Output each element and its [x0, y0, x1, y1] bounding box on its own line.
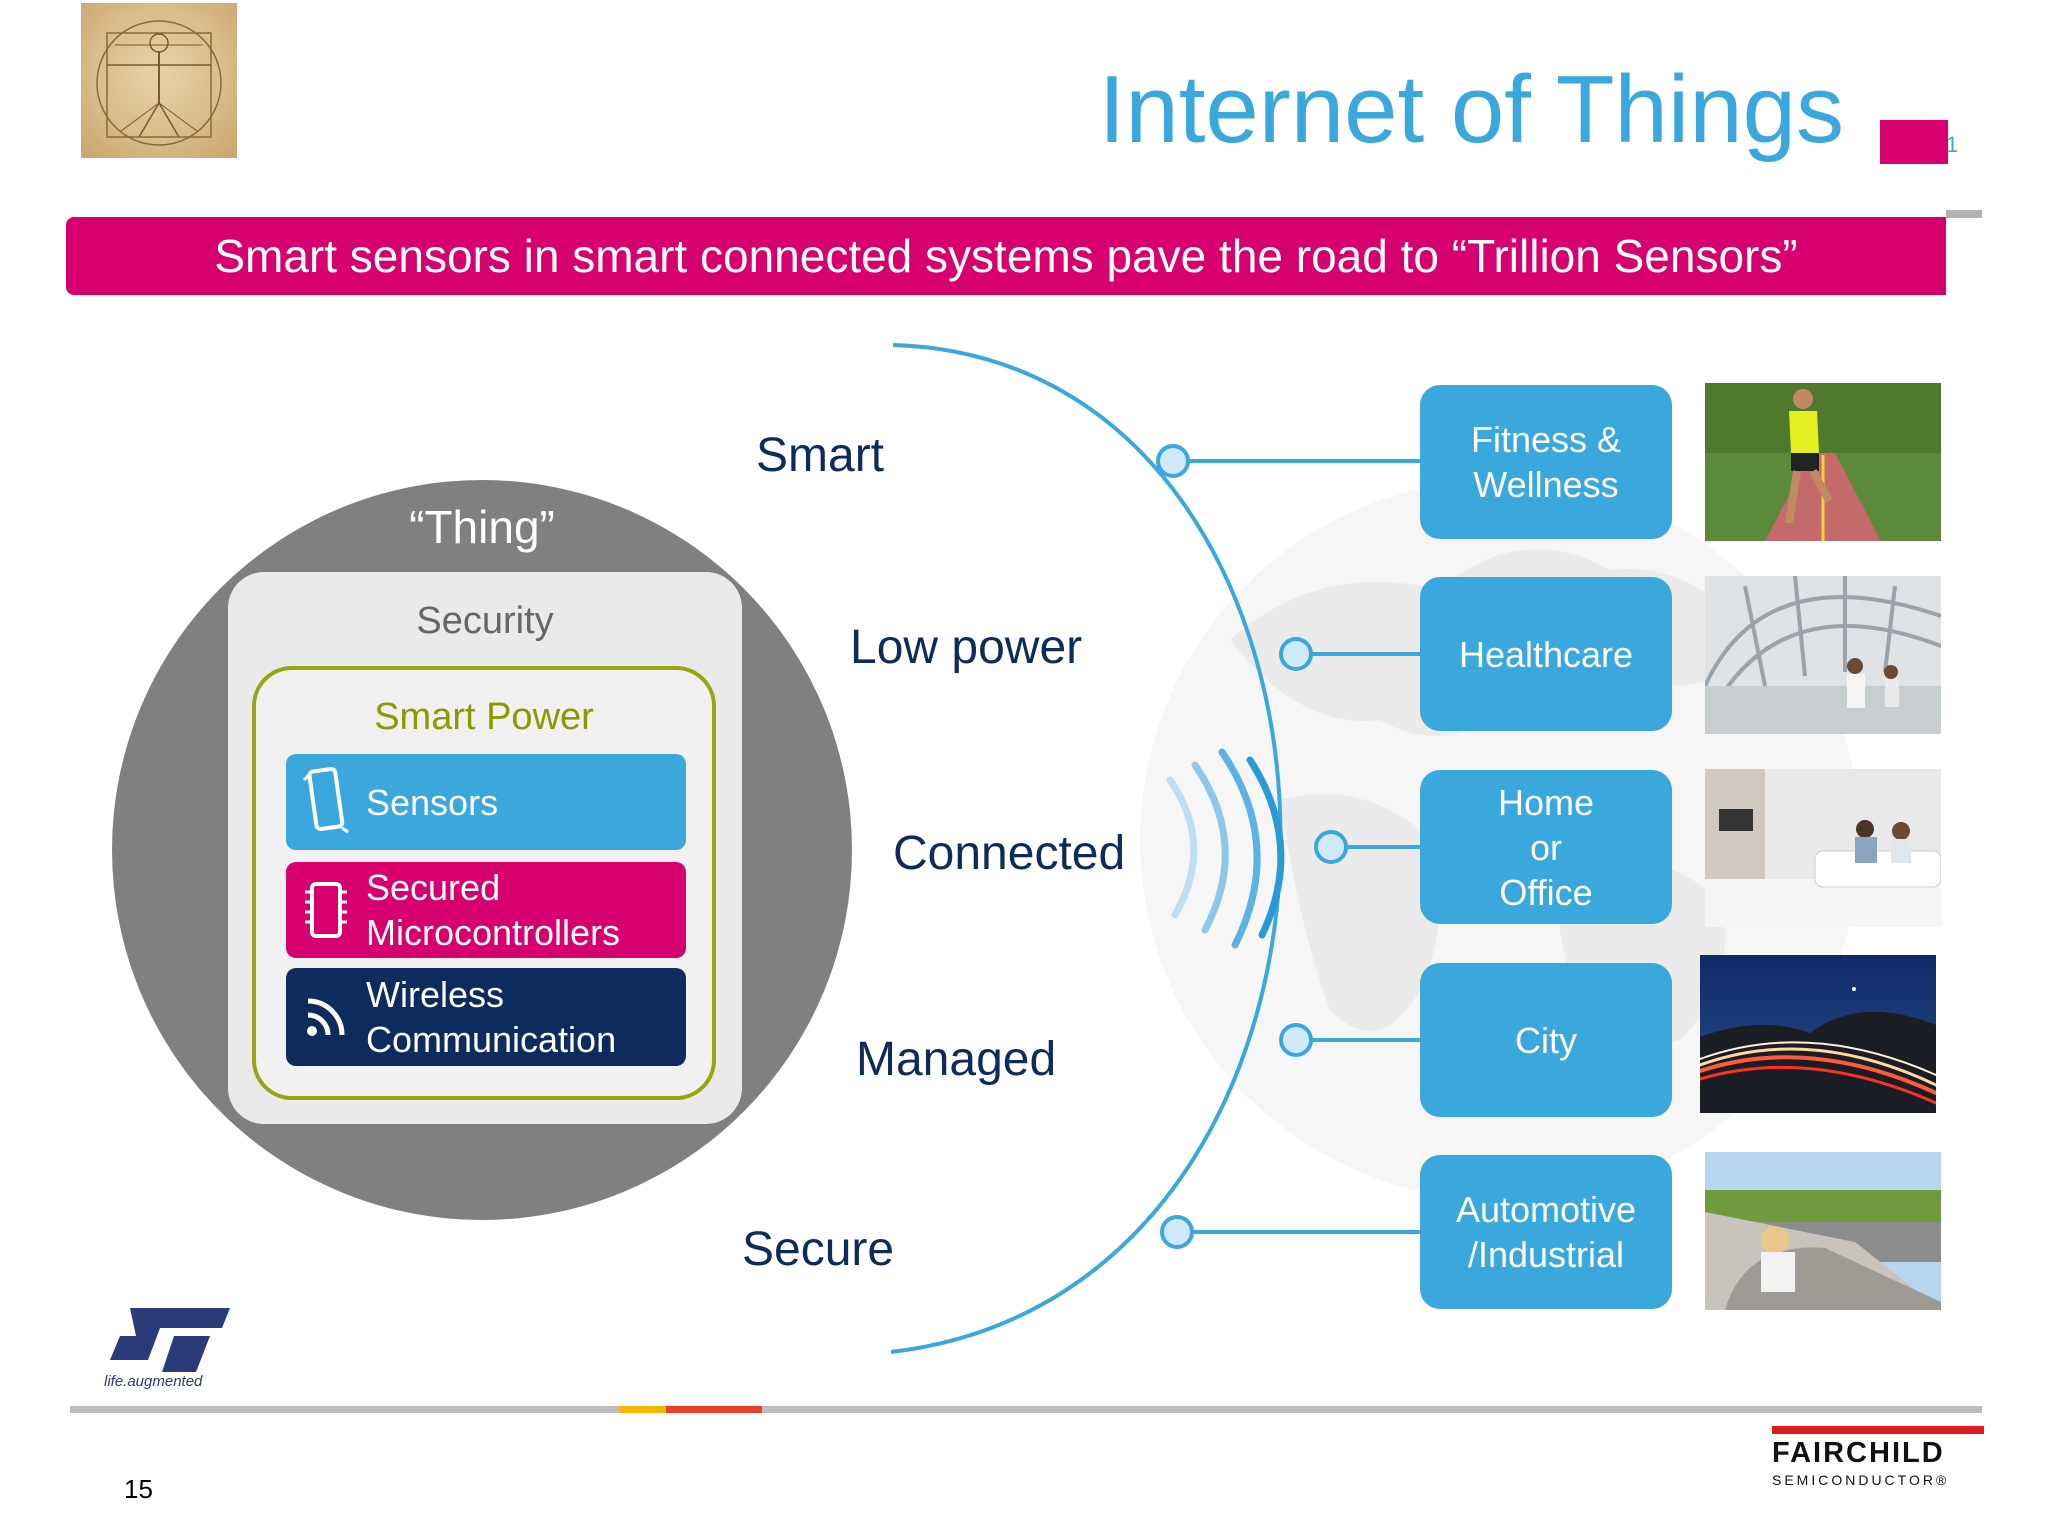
subtitle-banner: Smart sensors in smart connected systems…: [66, 217, 1946, 295]
attribute-managed: Managed: [856, 1033, 1057, 1086]
wireless-waves-icon: [1166, 748, 1285, 949]
st-logo: [100, 1300, 240, 1390]
living-room-photo: [1705, 769, 1941, 927]
attribute-low-power: Low power: [850, 621, 1083, 674]
microcontrollers-label: Secured Microcontrollers: [366, 867, 621, 953]
connector-nodes: [1156, 444, 1348, 1249]
footer-accent-yellow: [620, 1406, 666, 1413]
microcontrollers-component: Secured Microcontrollers: [286, 862, 686, 958]
fairchild-logo: FAIRCHILD SEMICONDUCTOR®: [1772, 1426, 1984, 1488]
fairchild-name: FAIRCHILD: [1772, 1437, 1945, 1469]
smart-power-label: Smart Power: [374, 696, 594, 738]
banner-gray-tab: [1946, 210, 1982, 218]
security-label: Security: [416, 600, 554, 642]
convertible-car-photo: [1705, 1152, 1941, 1310]
slide-title: Internet of Things: [1098, 56, 1844, 163]
attribute-connected: Connected: [893, 827, 1126, 880]
healthcare-corridor-photo: [1705, 576, 1941, 734]
attribute-secure: Secure: [742, 1223, 895, 1276]
domain-fitness-wellness: Fitness & Wellness: [1420, 385, 1672, 539]
runner-photo: [1705, 383, 1941, 541]
wireless-label: Wireless Communication: [366, 974, 617, 1060]
thing-label: “Thing”: [409, 501, 555, 553]
microcontroller-chip-icon: [286, 878, 366, 942]
st-tagline: life.augmented: [104, 1373, 203, 1390]
domain-automotive-industrial: Automotive /Industrial: [1420, 1155, 1672, 1309]
wifi-signal-icon: [286, 993, 366, 1041]
domain-healthcare: Healthcare: [1420, 577, 1672, 731]
fairchild-logo-bar: [1772, 1426, 1984, 1434]
vitruvian-man-image: [81, 3, 237, 158]
title-square-mark: 1: [1946, 132, 1959, 157]
footer-accent-red: [666, 1406, 762, 1413]
attribute-smart: Smart: [756, 429, 885, 482]
connector-lines: [1173, 459, 1420, 1234]
wireless-component: Wireless Communication: [286, 968, 686, 1066]
fairchild-subtitle: SEMICONDUCTOR®: [1772, 1472, 1950, 1488]
domain-city: City: [1420, 963, 1672, 1117]
smartphone-icon: [286, 766, 366, 838]
sensors-component: Sensors: [286, 754, 686, 850]
domain-home-office: Home or Office: [1420, 770, 1672, 924]
city-night-traffic-photo: [1700, 955, 1936, 1113]
sensors-label: Sensors: [366, 781, 499, 823]
footer-divider: [70, 1406, 1982, 1413]
page-number: 15: [124, 1474, 153, 1504]
title-accent-square: [1880, 120, 1948, 164]
